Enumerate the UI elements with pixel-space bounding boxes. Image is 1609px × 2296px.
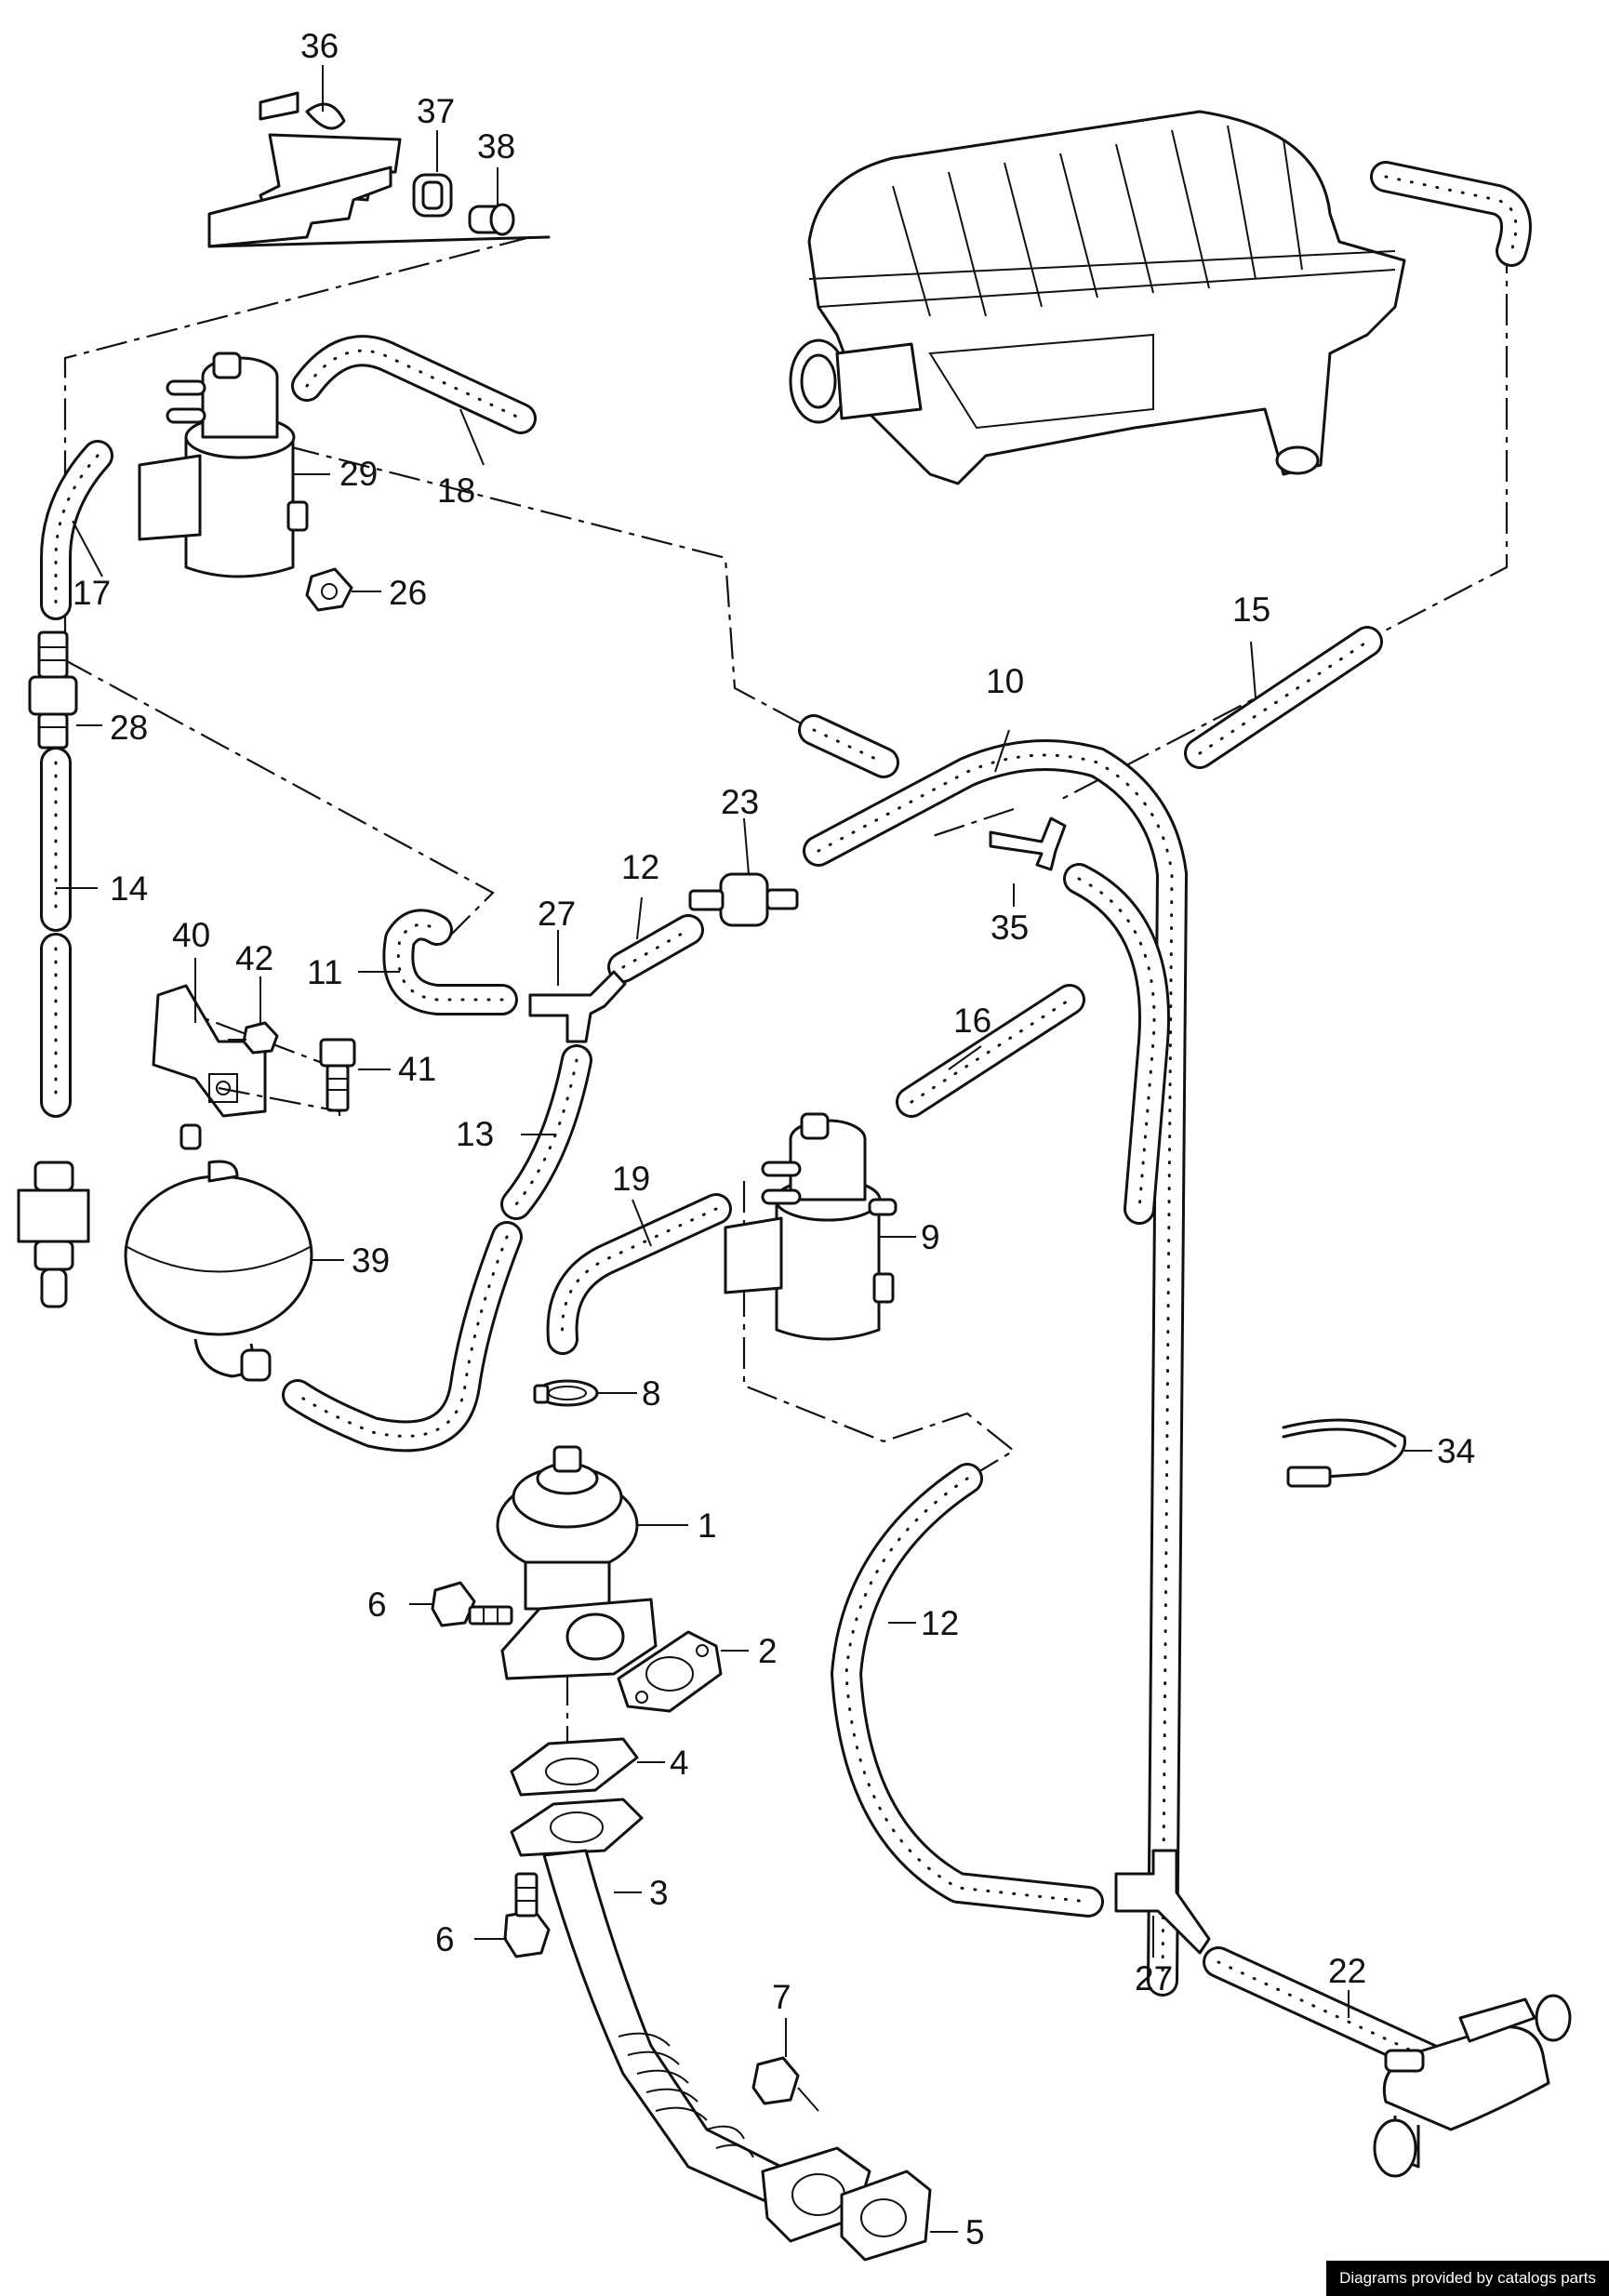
callout-35: 35 xyxy=(991,909,1029,947)
callout-8: 8 xyxy=(642,1374,661,1413)
callout-10: 10 xyxy=(986,662,1024,700)
bolt-41[interactable] xyxy=(319,1038,356,1112)
callout-labels: 36 37 38 29 18 17 26 28 10 15 23 12 27 3… xyxy=(73,27,1475,2251)
callout-5: 5 xyxy=(965,2213,985,2251)
nut-26[interactable] xyxy=(305,567,353,612)
fitting-bottom-right[interactable] xyxy=(1373,1994,1572,2178)
bracket-36[interactable] xyxy=(207,91,551,248)
callout-40: 40 xyxy=(172,916,210,954)
spacer-38[interactable] xyxy=(468,203,515,236)
callout-14: 14 xyxy=(110,869,148,908)
air-cleaner-housing[interactable] xyxy=(789,110,1406,485)
callout-3: 3 xyxy=(649,1874,669,1912)
leader-lines xyxy=(56,65,1432,2233)
connector-28[interactable] xyxy=(28,630,78,750)
credit-banner: Diagrams provided by catalogs parts xyxy=(1326,2261,1609,2296)
t-connector-27b[interactable] xyxy=(1114,1849,1211,1955)
gasket-2[interactable] xyxy=(617,1630,723,1713)
callout-27-lower: 27 xyxy=(1135,1959,1173,1997)
vacuum-valve-9[interactable] xyxy=(724,1112,898,1341)
bolt-6b[interactable] xyxy=(503,1872,551,1958)
bracket-40[interactable] xyxy=(152,984,267,1118)
t-connector-27a[interactable] xyxy=(528,970,627,1043)
callout-36: 36 xyxy=(300,27,339,65)
callout-17: 17 xyxy=(73,574,111,612)
hose-clamp-8[interactable] xyxy=(533,1379,599,1407)
callout-11: 11 xyxy=(307,953,342,991)
callout-37: 37 xyxy=(417,92,455,130)
callout-26: 26 xyxy=(389,574,427,612)
callout-12-upper: 12 xyxy=(621,848,659,886)
callout-19: 19 xyxy=(612,1160,650,1198)
callout-2: 2 xyxy=(758,1632,778,1670)
hoses xyxy=(40,161,1532,2080)
band-clamp-34[interactable] xyxy=(1282,1418,1406,1488)
callout-27-upper: 27 xyxy=(538,895,576,933)
grommet-37[interactable] xyxy=(412,173,453,218)
callout-39: 39 xyxy=(352,1241,390,1280)
egr-pipe-3[interactable] xyxy=(510,1798,871,2243)
callout-18: 18 xyxy=(437,471,475,510)
vacuum-valve-29[interactable] xyxy=(138,352,309,578)
callout-13: 13 xyxy=(456,1115,494,1153)
callout-7: 7 xyxy=(772,1978,791,2016)
callout-6-lower: 6 xyxy=(435,1920,455,1958)
callout-12-lower: 12 xyxy=(921,1604,959,1642)
check-valve[interactable] xyxy=(17,1161,90,1308)
nut-7[interactable] xyxy=(751,2056,819,2112)
callout-23: 23 xyxy=(721,783,759,821)
vacuum-reservoir-39[interactable] xyxy=(124,1123,313,1382)
callout-1: 1 xyxy=(698,1506,717,1545)
callout-4: 4 xyxy=(670,1744,689,1782)
gasket-4[interactable] xyxy=(510,1737,639,1797)
callout-34: 34 xyxy=(1437,1432,1475,1470)
callout-42: 42 xyxy=(235,939,273,977)
callout-9: 9 xyxy=(921,1218,940,1256)
t-connector-35[interactable] xyxy=(989,816,1067,871)
callout-6-upper: 6 xyxy=(367,1586,387,1624)
egr-valve-1[interactable] xyxy=(496,1445,658,1680)
callout-22: 22 xyxy=(1328,1952,1366,1990)
callout-15: 15 xyxy=(1232,591,1270,629)
filter-23[interactable] xyxy=(688,872,799,927)
callout-16: 16 xyxy=(953,1002,991,1040)
bolt-6a[interactable] xyxy=(431,1581,513,1627)
nut-42[interactable] xyxy=(228,1021,279,1055)
callout-41: 41 xyxy=(398,1050,436,1088)
callout-28: 28 xyxy=(110,709,148,747)
callout-38: 38 xyxy=(477,127,515,166)
gasket-5[interactable] xyxy=(840,2170,932,2262)
callout-29: 29 xyxy=(339,455,378,493)
